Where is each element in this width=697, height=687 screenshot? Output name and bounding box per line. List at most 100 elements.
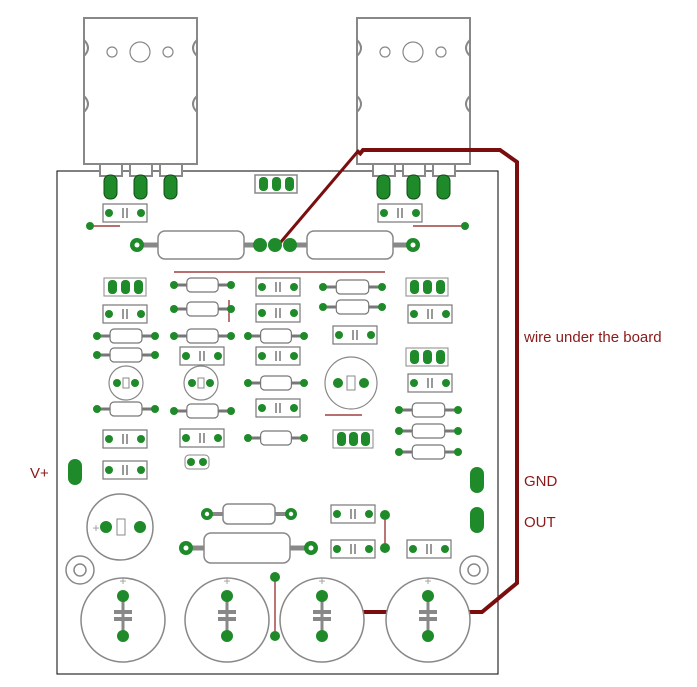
pad (409, 545, 417, 553)
resistor (411, 402, 446, 418)
pad (258, 309, 266, 317)
label-v-plus: V+ (30, 465, 49, 482)
pad (105, 435, 113, 443)
pad (182, 434, 190, 442)
capacitor-ceramic (255, 346, 301, 366)
capacitor-ceramic (406, 539, 452, 559)
pad (244, 379, 252, 387)
label-gnd: GND (524, 473, 558, 490)
wire-under-board (318, 148, 519, 614)
capacitor-ceramic (407, 304, 453, 324)
capacitor-small-1 (108, 365, 144, 401)
resistor (260, 375, 293, 391)
resistor (109, 401, 143, 417)
plus-marking: + (318, 574, 325, 588)
pad (290, 352, 298, 360)
pad (258, 283, 266, 291)
capacitor-supply: + (86, 493, 154, 561)
capacitor-ceramic (179, 346, 225, 366)
capacitor-ceramic (255, 277, 301, 297)
pad (290, 283, 298, 291)
pad (93, 332, 101, 340)
small-transistor-top (254, 174, 298, 194)
pad (395, 448, 403, 456)
pad (300, 434, 308, 442)
center-pads (253, 238, 297, 252)
pad (290, 404, 298, 412)
capacitor-bulk-3: + (279, 574, 365, 663)
pad (380, 209, 388, 217)
pad (105, 466, 113, 474)
capacitor-bulk-1: + (80, 574, 166, 663)
power-transistor-left (83, 17, 198, 177)
capacitor-ceramic (102, 304, 148, 324)
pad (441, 545, 449, 553)
capacitor-medium-center (324, 356, 378, 410)
pad (454, 406, 462, 414)
mounting-holes (65, 555, 489, 585)
resistor (260, 430, 293, 446)
pad (333, 545, 341, 553)
pad (151, 332, 159, 340)
pad (300, 332, 308, 340)
plus-marking: + (119, 574, 126, 588)
transistor-left-pads (103, 174, 178, 200)
pad (137, 310, 145, 318)
resistor (109, 328, 143, 344)
pad (365, 510, 373, 518)
pad (319, 303, 327, 311)
label-out: OUT (524, 514, 556, 531)
plus-marking: + (92, 521, 99, 535)
resistor (411, 444, 446, 460)
pad (244, 332, 252, 340)
pad (182, 352, 190, 360)
capacitor-ceramic (332, 325, 378, 345)
plus-marking: + (424, 574, 431, 588)
pad (244, 434, 252, 442)
plus-marking: + (223, 574, 230, 588)
resistor (186, 328, 219, 344)
pad (290, 309, 298, 317)
resistor (186, 301, 219, 317)
resistor (260, 328, 293, 344)
resistor (335, 279, 370, 295)
pad (410, 310, 418, 318)
terminal-pads (68, 222, 484, 641)
pad (170, 407, 178, 415)
resistor-bottom-small (201, 503, 297, 525)
capacitor-small-2 (183, 365, 219, 401)
pad (137, 209, 145, 217)
pad (367, 331, 375, 339)
pad (170, 281, 178, 289)
capacitor-ceramic (102, 460, 148, 480)
pad (214, 352, 222, 360)
pad (365, 545, 373, 553)
pad (227, 305, 235, 313)
pad (319, 283, 327, 291)
pad (227, 332, 235, 340)
pad (151, 405, 159, 413)
pad (214, 434, 222, 442)
wire-diagonal (278, 149, 361, 244)
pad (93, 405, 101, 413)
pad (395, 427, 403, 435)
pad (333, 510, 341, 518)
pad (105, 310, 113, 318)
pad (454, 448, 462, 456)
capacitor-ceramic (102, 203, 148, 223)
capacitor-bulk-2: + (184, 574, 270, 663)
pad (335, 331, 343, 339)
pad (170, 305, 178, 313)
pad (378, 303, 386, 311)
pad (170, 332, 178, 340)
transistor-right-pads (376, 174, 451, 200)
power-resistor-bottom (179, 532, 318, 564)
capacitor-ceramic (330, 504, 376, 524)
capacitor-ceramic (330, 539, 376, 559)
label-wire-note: wire under the board (523, 329, 662, 346)
pad (93, 351, 101, 359)
pad (410, 379, 418, 387)
resistor (186, 403, 219, 419)
capacitor-ceramic (377, 203, 423, 223)
